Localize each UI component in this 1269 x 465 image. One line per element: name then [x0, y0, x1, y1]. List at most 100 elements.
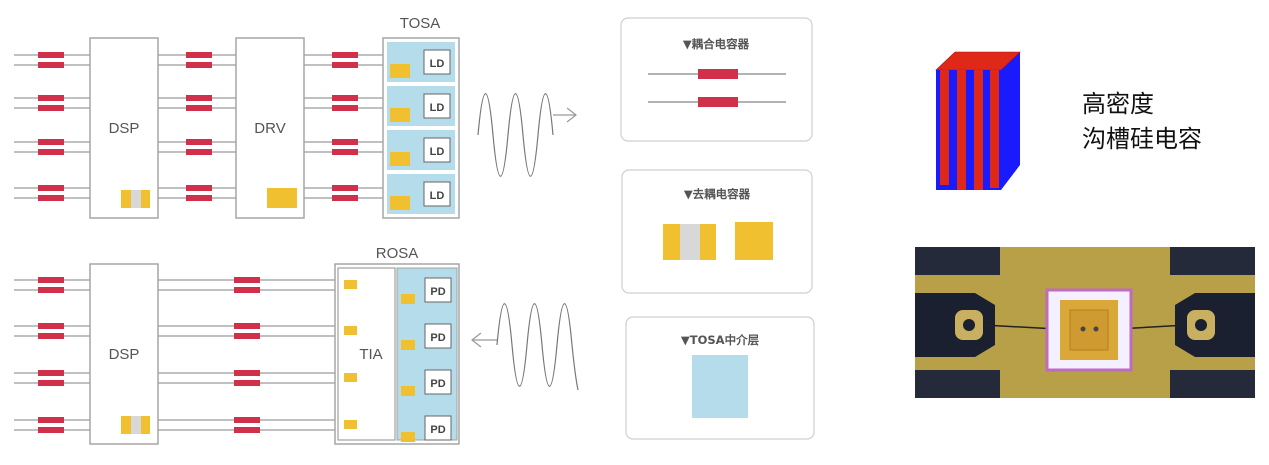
capacitor-microscope-photo: [915, 247, 1255, 398]
coupling-capacitor: [38, 287, 64, 293]
product-name-line1: 高密度: [1082, 90, 1154, 118]
coupling-capacitor: [332, 62, 358, 68]
pd-label: PD: [430, 332, 445, 344]
ld-label: LD: [430, 190, 445, 202]
coupling-capacitor: [332, 105, 358, 111]
rx-dsp-label: DSP: [109, 346, 140, 363]
pd-cells: PD PD PD PD: [401, 277, 452, 442]
coupling-capacitor: [234, 380, 260, 386]
coupling-capacitor: [234, 323, 260, 329]
coupling-capacitor: [38, 333, 64, 339]
rosa-title: ROSA: [376, 245, 419, 262]
rx-dsp-decoupling-cap: [121, 416, 150, 434]
tosa-cells: LD LD LD LD: [387, 42, 455, 214]
rx-signal-lines: [14, 279, 335, 431]
tx-drv-pad: [267, 188, 297, 208]
coupling-capacitor: [234, 427, 260, 433]
coupling-capacitor: [332, 149, 358, 155]
coupling-capacitor: [186, 185, 212, 191]
pd-pad: [401, 340, 415, 350]
tx-dsp-decoupling-cap: [121, 190, 150, 208]
decoupling-capacitor-title: ▼去耦电容器: [684, 187, 751, 201]
ld-pad: [390, 64, 410, 78]
coupling-capacitor: [38, 370, 64, 376]
rx-arrow-icon: [471, 332, 497, 348]
coupling-capacitor: [332, 139, 358, 145]
coupling-capacitor: [38, 427, 64, 433]
coupling-capacitor: [38, 323, 64, 329]
tia-box: [337, 267, 396, 441]
pd-pad: [401, 432, 415, 442]
pd-chip: [424, 369, 452, 395]
product-name-line2: 沟槽硅电容: [1082, 125, 1202, 153]
tx-signal-lines: [14, 54, 383, 199]
coupling-capacitor: [234, 277, 260, 283]
coupling-capacitor: [186, 62, 212, 68]
coupling-capacitor-panel: [620, 17, 813, 142]
pd-pad: [401, 294, 415, 304]
coupling-capacitor: [38, 277, 64, 283]
coupling-capacitor: [332, 185, 358, 191]
coupling-capacitor: [332, 52, 358, 58]
tosa-interposer-symbol: [692, 355, 748, 418]
coupling-capacitor: [234, 417, 260, 423]
coupling-capacitor: [186, 105, 212, 111]
decoupling-capacitor-symbol: [663, 222, 773, 260]
coupling-capacitor: [186, 149, 212, 155]
tx-waveform-icon: [477, 93, 554, 177]
ld-chip: [423, 181, 451, 207]
pd-chip: [424, 323, 452, 349]
tosa-interposer-title: ▼TOSA中介层: [681, 333, 760, 347]
ld-label: LD: [430, 146, 445, 158]
coupling-capacitor: [186, 139, 212, 145]
pd-chip: [424, 277, 452, 303]
coupling-capacitor: [38, 52, 64, 58]
coupling-capacitor: [38, 62, 64, 68]
tx-drv-label: DRV: [254, 120, 285, 137]
tx-dsp-label: DSP: [109, 120, 140, 137]
ld-chip: [423, 93, 451, 119]
coupling-capacitor: [38, 185, 64, 191]
tx-dsp-box: [89, 37, 159, 219]
rx-coupling-capacitors: [38, 277, 260, 433]
pd-pad: [401, 386, 415, 396]
coupling-capacitor: [234, 333, 260, 339]
coupling-capacitor: [38, 195, 64, 201]
ld-chip: [423, 137, 451, 163]
pd-label: PD: [430, 378, 445, 390]
coupling-capacitor: [332, 95, 358, 101]
tx-arrow-icon: [553, 107, 577, 123]
tia-label: TIA: [359, 346, 382, 363]
coupling-capacitor-title: ▼耦合电容器: [683, 37, 750, 51]
coupling-capacitor: [38, 149, 64, 155]
ld-pad: [390, 152, 410, 166]
rx-waveform-icon: [496, 303, 579, 391]
ld-pad: [390, 108, 410, 122]
pd-label: PD: [430, 424, 445, 436]
pd-label: PD: [430, 286, 445, 298]
ld-chip: [423, 49, 451, 75]
coupling-capacitor: [38, 95, 64, 101]
pd-chip: [424, 415, 452, 441]
tx-coupling-capacitors: [38, 52, 358, 201]
coupling-capacitor: [186, 95, 212, 101]
tosa-title: TOSA: [400, 15, 441, 32]
coupling-capacitor: [234, 287, 260, 293]
coupling-capacitor: [38, 380, 64, 386]
coupling-capacitor: [332, 195, 358, 201]
coupling-capacitor: [38, 139, 64, 145]
coupling-capacitor: [186, 195, 212, 201]
ld-label: LD: [430, 102, 445, 114]
coupling-capacitor: [234, 370, 260, 376]
trench-capacitor-3d-icon: [935, 51, 1021, 190]
coupling-capacitor: [38, 105, 64, 111]
decoupling-capacitor-panel: [621, 169, 813, 294]
coupling-capacitor: [186, 52, 212, 58]
rx-dsp-box: [89, 263, 159, 445]
tia-pads: [344, 280, 357, 429]
coupling-capacitor-symbol: [648, 69, 786, 107]
ld-pad: [390, 196, 410, 210]
coupling-capacitor: [38, 417, 64, 423]
ld-label: LD: [430, 58, 445, 70]
